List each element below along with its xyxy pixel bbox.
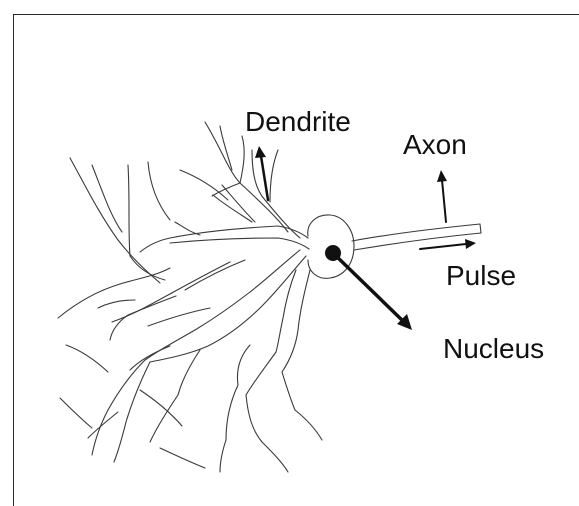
- dendrite-branches: [58, 122, 322, 472]
- dendrite-label: Dendrite: [245, 108, 351, 136]
- pulse-label: Pulse: [446, 262, 516, 290]
- nucleus-label: Nucleus: [443, 335, 544, 363]
- axon-shape: [352, 224, 481, 250]
- pulse-arrow: [420, 239, 476, 249]
- nucleus-arrow: [333, 253, 412, 330]
- axon-arrow: [437, 170, 447, 222]
- axon-label: Axon: [403, 131, 467, 159]
- dendrite-arrow: [255, 146, 268, 200]
